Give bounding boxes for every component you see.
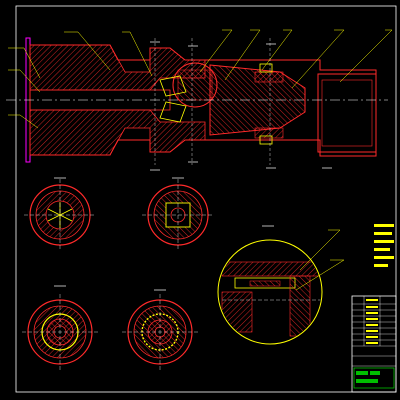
section-view-3 <box>22 294 98 370</box>
title-block <box>351 295 397 393</box>
technical-notes-block <box>374 224 394 267</box>
leader-3 <box>8 114 39 129</box>
slide-block <box>254 71 284 83</box>
leader-6 <box>199 29 233 73</box>
lower-hatched-wall <box>29 109 206 156</box>
yellow-insert-lower <box>159 101 187 123</box>
main-section-view <box>6 37 388 165</box>
slide-block-lower <box>254 127 284 139</box>
leader-lines <box>8 29 393 129</box>
section-heading-marks <box>54 177 274 291</box>
section-view-4 <box>122 294 198 370</box>
detail-view <box>217 229 345 345</box>
sheet-border <box>15 5 397 393</box>
section-markers <box>150 41 332 171</box>
yellow-pin <box>259 63 273 73</box>
section-view-2 <box>142 179 214 251</box>
leader-4 <box>64 31 111 71</box>
yellow-pin-lower <box>259 135 273 145</box>
detail-leader-1 <box>299 229 341 271</box>
leader-10 <box>339 29 393 83</box>
section-view-1 <box>24 179 96 251</box>
leader-9 <box>291 29 345 89</box>
leader-7 <box>224 29 261 81</box>
detail-leader-2 <box>295 259 345 291</box>
right-housing <box>317 73 377 153</box>
yellow-insert-upper <box>159 75 187 97</box>
leader-1 <box>8 47 41 79</box>
right-housing-inner <box>321 79 373 147</box>
leader-5 <box>122 31 153 77</box>
leader-2 <box>8 69 41 93</box>
leader-8 <box>261 29 293 71</box>
